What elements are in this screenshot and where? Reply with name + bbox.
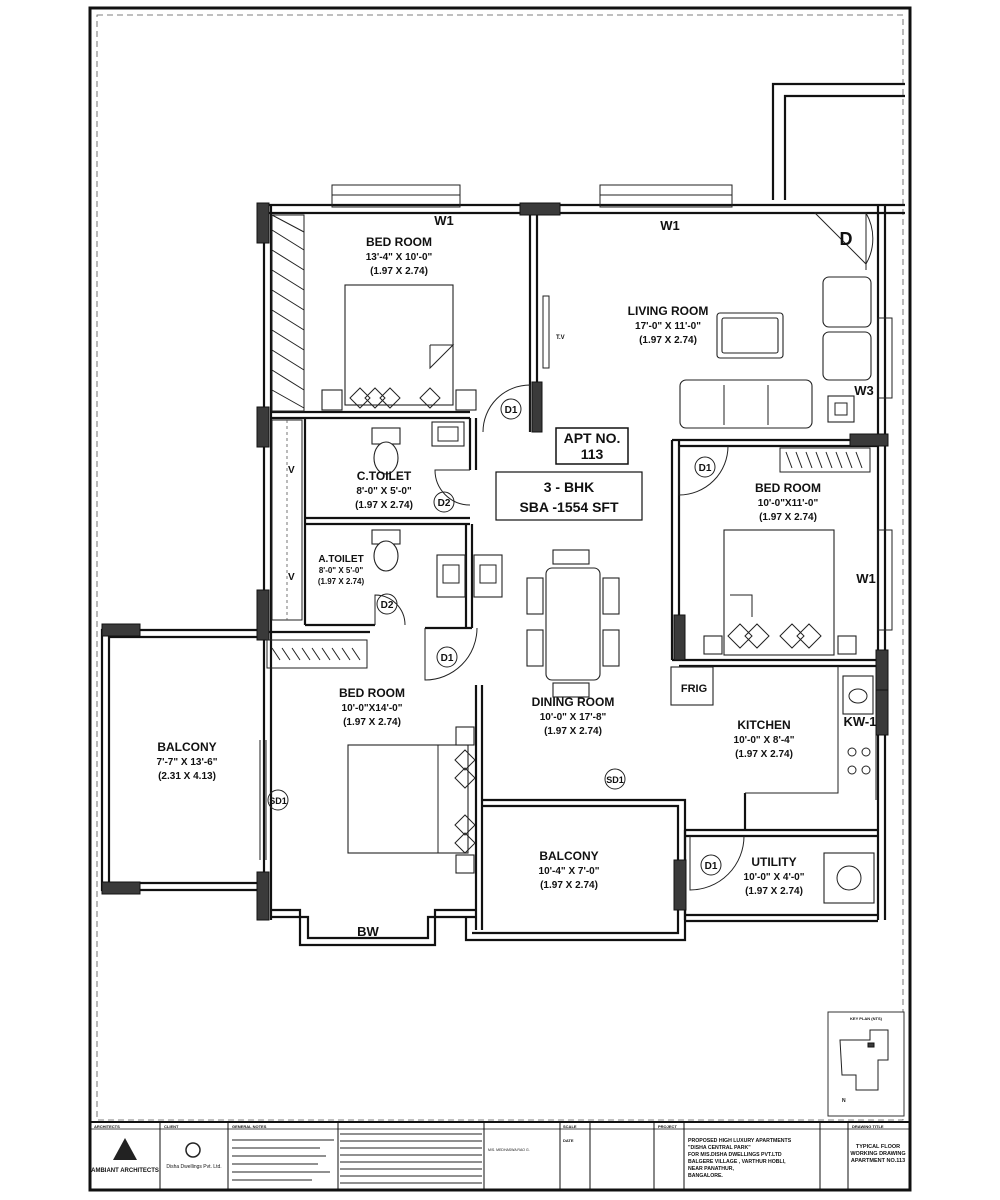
fridge-label: FRIG — [681, 683, 707, 695]
utility-name: UTILITY — [751, 855, 796, 869]
tb-sign: M/S. MEDHASWA RAO G. — [488, 1148, 530, 1152]
apt-sba: SBA -1554 SFT — [519, 499, 619, 515]
tb-client-label: CLIENT — [164, 1124, 179, 1129]
apt-no-label: APT NO. — [564, 430, 621, 446]
door-tag-d1-bed2: D1 — [699, 463, 712, 474]
tb-drawing-title-3: APARTMENT NO.113 — [851, 1158, 905, 1164]
utility-metric: (1.97 X 2.74) — [745, 886, 803, 897]
door-tag-sd1-balcony: SD1 — [606, 775, 624, 785]
bedroom-2-metric: (1.97 X 2.74) — [759, 512, 817, 523]
dining-table — [526, 549, 620, 698]
balcony-sliding — [259, 740, 267, 860]
kitchen-name: KITCHEN — [737, 718, 790, 732]
window-tag-w1-top-left: W1 — [434, 213, 454, 228]
bedroom-1-name: BED ROOM — [366, 235, 432, 249]
shaft-mark-v-2: V — [288, 572, 295, 583]
balcony-west-name: BALCONY — [157, 740, 216, 754]
door-tag-main: D — [840, 229, 853, 249]
sheet-border — [88, 6, 912, 1192]
tv-unit — [542, 295, 550, 369]
utility-dim: 10'-0" X 4'-0" — [744, 872, 805, 883]
c-toilet-metric: (1.97 X 2.74) — [355, 500, 413, 511]
tb-project-line-5: NEAR PANATHUR, — [688, 1166, 734, 1172]
walls — [100, 184, 905, 947]
c-toilet-name: C.TOILET — [357, 469, 412, 483]
door-tags — [267, 398, 722, 876]
window-tag-w1-east: W1 — [856, 571, 876, 586]
doors — [374, 212, 874, 891]
apt-no-value: 113 — [581, 446, 604, 462]
kitchen-dim: 10'-0" X 8'-4" — [734, 735, 795, 746]
adjacent-structure — [771, 82, 905, 200]
tb-project-line-3: FOR M/S.DISHA DWELLINGS PVT.LTD — [688, 1152, 782, 1158]
key-plan: KEY PLAN (NTS) N — [827, 1011, 905, 1117]
key-plan-title: KEY PLAN (NTS) — [850, 1016, 883, 1021]
door-tag-d1-living: D1 — [505, 405, 518, 416]
door-tag-d2-atoilet: D2 — [381, 600, 394, 611]
balcony-south-dim: 10'-4" X 7'-0" — [539, 866, 600, 877]
tb-drawing-title-2: WORKING DRAWING — [850, 1151, 905, 1157]
tb-drawing-title-label: DRAWING TITLE — [852, 1124, 884, 1129]
kitchen-metric: (1.97 X 2.74) — [735, 749, 793, 760]
bedroom-1-metric: (1.97 X 2.74) — [370, 266, 428, 277]
bed-bedroom-3 — [347, 726, 476, 874]
tb-project-label: PROJECT — [658, 1124, 677, 1129]
door-tag-d2-ctoilet: D2 — [438, 498, 451, 509]
tb-project-line-1: PROPOSED HIGH LUXURY APARTMENTS — [688, 1138, 792, 1144]
dining-room-metric: (1.97 X 2.74) — [544, 726, 602, 737]
tv-label: T.V — [556, 335, 565, 341]
living-room-dim: 17'-0" X 11'-0" — [635, 321, 701, 332]
wardrobes — [266, 214, 871, 669]
living-room-name: LIVING ROOM — [628, 304, 709, 318]
bedroom-3-metric: (1.97 X 2.74) — [343, 717, 401, 728]
key-plan-north: N — [842, 1098, 846, 1104]
balcony-west-dim: 7'-7" X 13'-6" — [157, 757, 218, 768]
bedroom-3-name: BED ROOM — [339, 686, 405, 700]
tb-architects-label: ARCHITECTS — [94, 1124, 120, 1129]
tb-project-line-2: "DISHA CENTRAL PARK" — [688, 1145, 751, 1151]
bed-bedroom-1 — [321, 284, 477, 411]
a-toilet-name: A.TOILET — [318, 554, 363, 565]
title-block: ARCHITECTS AMBIANT ARCHITECTS CLIENT Dis… — [90, 1121, 910, 1190]
a-toilet-metric: (1.97 X 2.74) — [318, 577, 365, 586]
bedroom-2-dim: 10'-0"X11'-0" — [758, 498, 819, 509]
tb-date-label: DATE — [563, 1138, 574, 1143]
bed-bedroom-2 — [703, 529, 857, 656]
bedroom-1-dim: 13'-4" X 10'-0" — [366, 252, 433, 263]
balcony-west-metric: (2.31 X 4.13) — [158, 771, 216, 782]
living-furniture — [679, 276, 872, 429]
balcony-south-metric: (1.97 X 2.74) — [540, 880, 598, 891]
dining-room-name: DINING ROOM — [532, 695, 615, 709]
tb-project-line-4: BALGERE VILLAGE , VARTHUR HOBLI, — [688, 1159, 786, 1165]
tb-scale-label: SCALE — [563, 1124, 577, 1129]
inner-border — [96, 14, 904, 1121]
window-tag-w3: W3 — [854, 383, 874, 398]
door-tag-d1-bed3: D1 — [441, 653, 454, 664]
bedroom-3-dim: 10'-0"X14'-0" — [342, 703, 403, 714]
c-toilet-dim: 8'-0" X 5'-0" — [356, 486, 412, 497]
window-tag-w1-top-right: W1 — [660, 218, 680, 233]
shaft-mark-v-1: V — [288, 465, 295, 476]
kitchen-fixtures — [670, 666, 875, 904]
a-toilet-dim: 8'-0" X 5'-0" — [319, 566, 364, 575]
door-tag-sd1-west: SD1 — [269, 796, 287, 806]
apt-type-box — [495, 471, 643, 521]
balcony-south-name: BALCONY — [539, 849, 598, 863]
living-room-metric: (1.97 X 2.74) — [639, 335, 697, 346]
tb-architect-name: AMBIANT ARCHITECTS — [91, 1168, 159, 1174]
tb-project-line-6: BANGALORE. — [688, 1173, 723, 1179]
tb-notes-label: GENERAL NOTES — [232, 1124, 267, 1129]
apt-type: 3 - BHK — [544, 479, 595, 495]
dining-room-dim: 10'-0" X 17'-8" — [540, 712, 607, 723]
window-tag-bw: BW — [357, 924, 379, 939]
bedroom-2-name: BED ROOM — [755, 481, 821, 495]
window-tag-kw1: KW-1 — [844, 714, 877, 729]
apt-number-box — [555, 427, 629, 465]
tb-client-name: Disha Dwellings Pvt. Ltd. — [166, 1164, 221, 1170]
columns — [101, 202, 889, 921]
toilet-fixtures — [371, 421, 503, 598]
door-tag-d1-utility: D1 — [705, 861, 718, 872]
tb-drawing-title-1: TYPICAL FLOOR — [856, 1144, 900, 1150]
